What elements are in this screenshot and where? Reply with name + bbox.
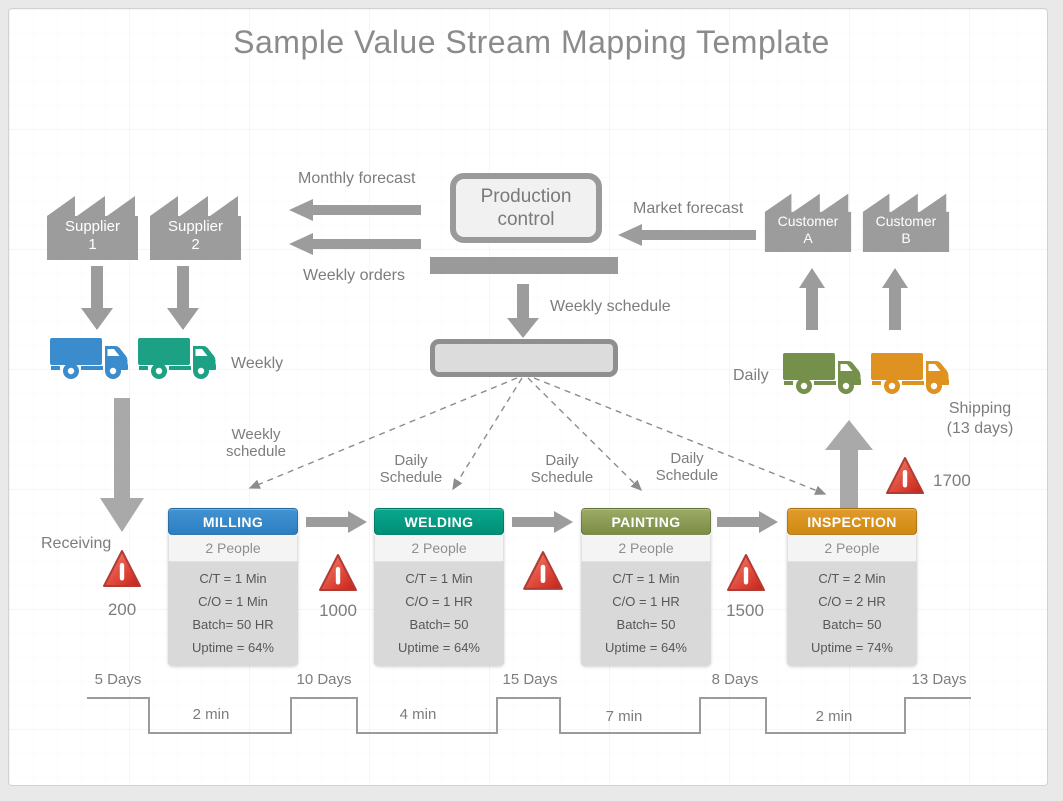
supplier-1-label: Supplier 1 xyxy=(64,218,121,253)
timeline-days-3: 15 Days xyxy=(502,671,558,688)
timeline-min-3: 7 min xyxy=(605,708,643,725)
timeline-min-2: 4 min xyxy=(399,706,437,723)
timeline-days-1: 5 Days xyxy=(94,671,142,688)
supplier-2-flow-arrow-down xyxy=(167,266,199,330)
process-box-painting[interactable]: PAINTING 2 People C/T = 1 Min C/O = 1 HR… xyxy=(581,508,711,666)
customer-a-factory[interactable]: Customer A xyxy=(763,190,853,252)
process-people: 2 People xyxy=(374,535,504,562)
shipping-label: Shipping (13 days) xyxy=(946,400,1014,437)
timeline-days-5: 13 Days xyxy=(911,671,967,688)
process-header: PAINTING xyxy=(581,508,711,535)
shipping-arrow-up xyxy=(825,420,873,508)
market-forecast-label: Market forecast xyxy=(633,200,744,217)
process-people: 2 People xyxy=(168,535,298,562)
customer-b-label: Customer B xyxy=(875,213,937,246)
inventory-warning-icon-after-milling[interactable] xyxy=(317,552,359,594)
supplier-truck-blue-icon[interactable] xyxy=(50,334,128,380)
supplier-2-label: Supplier 2 xyxy=(167,218,224,253)
process-header: WELDING xyxy=(374,508,504,535)
customer-b-factory[interactable]: Customer B xyxy=(861,190,951,252)
dashed-arrow-to-welding xyxy=(452,377,523,491)
factory-icon xyxy=(764,193,852,252)
timeline-days-2: 10 Days xyxy=(296,671,352,688)
supplier-truck-teal-icon[interactable] xyxy=(138,334,216,380)
weekly-schedule-arrow-down xyxy=(507,284,539,338)
production-control-box[interactable]: Production control xyxy=(450,173,602,243)
shipping-truck-orange-icon[interactable] xyxy=(871,349,949,395)
production-control-line2: control xyxy=(497,209,555,230)
process-box-inspection[interactable]: INSPECTION 2 People C/T = 2 Min C/O = 2 … xyxy=(787,508,917,666)
process-header: INSPECTION xyxy=(787,508,917,535)
daily-label: Daily xyxy=(733,367,769,384)
weekly-schedule-left-label: Weekly schedule xyxy=(225,426,287,460)
inventory-warning-icon-after-painting[interactable] xyxy=(725,552,767,594)
weekly-orders-arrow-left xyxy=(289,233,421,255)
receiving-label: Receiving xyxy=(41,535,112,552)
flow-arrow-milling-welding xyxy=(306,511,367,533)
production-control-bar xyxy=(430,257,618,274)
supplier-1-flow-arrow-down xyxy=(81,266,113,330)
inventory-count-after-painting: 1500 xyxy=(726,601,764,620)
daily-schedule-label-painting: Daily Schedule xyxy=(530,452,594,486)
process-box-milling[interactable]: MILLING 2 People C/T = 1 Min C/O = 1 Min… xyxy=(168,508,298,666)
timeline-min-4: 2 min xyxy=(815,708,853,725)
process-stats: C/T = 2 Min C/O = 2 HR Batch= 50 Uptime … xyxy=(787,562,917,666)
weekly-schedule-label: Weekly schedule xyxy=(550,298,671,315)
inventory-count-shipping: 1700 xyxy=(933,471,971,490)
schedule-board[interactable] xyxy=(430,339,618,377)
inventory-warning-icon-shipping[interactable] xyxy=(884,455,926,497)
receiving-arrow-down xyxy=(100,398,144,532)
customer-b-flow-arrow-up xyxy=(882,268,908,330)
process-box-welding[interactable]: WELDING 2 People C/T = 1 Min C/O = 1 HR … xyxy=(374,508,504,666)
dashed-arrow-to-painting xyxy=(527,377,642,491)
lead-time-ladder xyxy=(87,697,971,734)
monthly-forecast-arrow-left xyxy=(289,199,421,221)
dashed-arrow-to-inspection xyxy=(533,377,827,495)
weekly-orders-label: Weekly orders xyxy=(303,267,405,284)
factory-icon xyxy=(47,196,138,260)
daily-schedule-label-inspection: Daily Schedule xyxy=(655,450,719,484)
process-people: 2 People xyxy=(787,535,917,562)
monthly-forecast-label: Monthly forecast xyxy=(298,170,416,187)
market-forecast-arrow-left xyxy=(618,224,756,246)
flow-arrow-painting-inspection xyxy=(717,511,778,533)
flow-arrow-welding-painting xyxy=(512,511,573,533)
process-stats: C/T = 1 Min C/O = 1 HR Batch= 50 Uptime … xyxy=(374,562,504,666)
inventory-count-receiving: 200 xyxy=(107,600,137,619)
supplier-1-factory[interactable]: Supplier 1 xyxy=(45,192,140,260)
process-stats: C/T = 1 Min C/O = 1 HR Batch= 50 Uptime … xyxy=(581,562,711,666)
process-people: 2 People xyxy=(581,535,711,562)
factory-icon xyxy=(150,196,241,260)
customer-a-label: Customer A xyxy=(777,213,839,246)
inventory-warning-icon-receiving[interactable] xyxy=(101,548,143,590)
process-stats: C/T = 1 Min C/O = 1 Min Batch= 50 HR Upt… xyxy=(168,562,298,666)
inventory-count-after-milling: 1000 xyxy=(319,601,357,620)
daily-schedule-label-welding: Daily Schedule xyxy=(379,452,443,486)
process-header: MILLING xyxy=(168,508,298,535)
shipping-truck-green-icon[interactable] xyxy=(783,349,861,395)
page-title: Sample Value Stream Mapping Template xyxy=(233,24,830,60)
timeline-min-1: 2 min xyxy=(192,706,230,723)
inventory-warning-icon-after-welding[interactable] xyxy=(521,549,565,593)
customer-a-flow-arrow-up xyxy=(799,268,825,330)
factory-icon xyxy=(862,193,950,252)
production-control-line1: Production xyxy=(480,186,572,207)
timeline-days-4: 8 Days xyxy=(711,671,759,688)
dashed-arrow-to-milling xyxy=(248,377,518,489)
weekly-label: Weekly xyxy=(231,355,284,372)
supplier-2-factory[interactable]: Supplier 2 xyxy=(148,192,243,260)
